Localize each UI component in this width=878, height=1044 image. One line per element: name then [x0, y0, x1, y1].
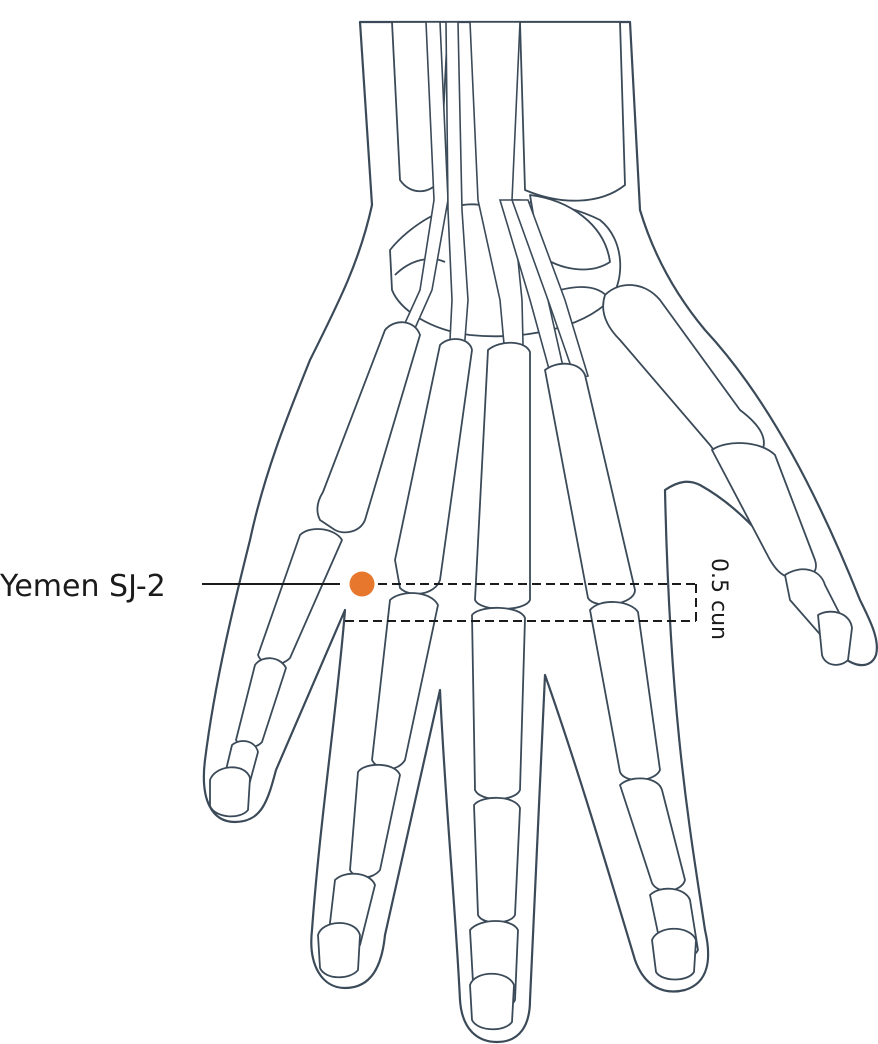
ring-fingernail — [317, 922, 361, 979]
ring-finger-bones — [327, 338, 473, 952]
little-fingernail — [209, 766, 251, 818]
middle-finger-bones — [469, 341, 531, 1010]
middle-fingernail — [469, 972, 515, 1031]
measurement-label: 0.5 cun — [706, 558, 731, 640]
point-label: Yemen SJ-2 — [0, 569, 166, 604]
acupoint-marker — [349, 571, 375, 597]
little-finger-bones — [219, 321, 421, 806]
index-finger-bones — [544, 362, 699, 961]
thumbnail — [817, 610, 853, 666]
measurement-bracket — [345, 583, 697, 622]
thumb-bones — [602, 284, 849, 647]
index-fingernail — [651, 927, 697, 981]
